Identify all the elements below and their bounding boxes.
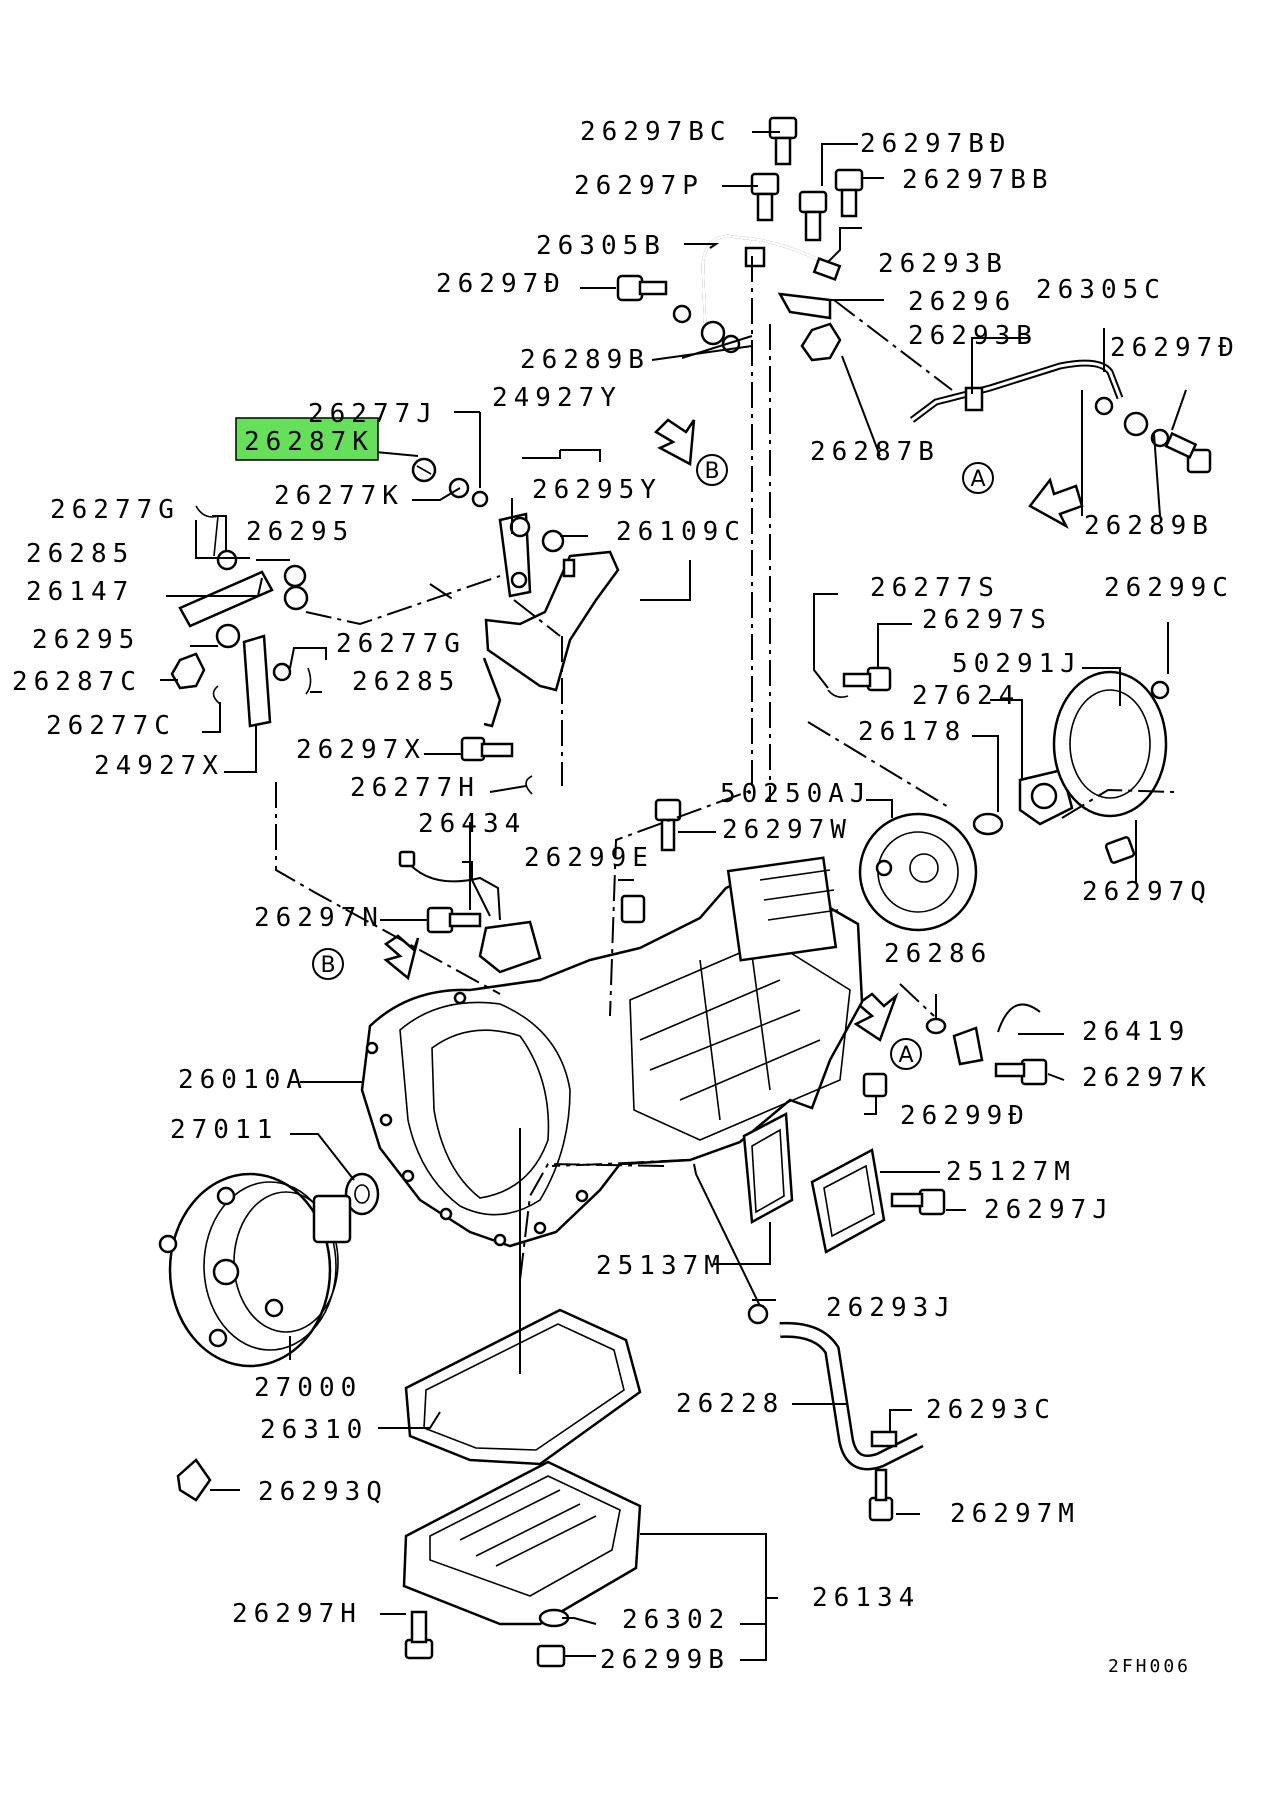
part-label-26295Y[interactable]: 26295Y [532, 475, 662, 505]
callout-b-left[interactable]: B [320, 953, 335, 978]
part-label-26297D-1[interactable]: 26297Đ [436, 269, 566, 299]
part-label-26297H[interactable]: 26297H [232, 1599, 362, 1629]
part-label-26297Q[interactable]: 26297Q [1082, 877, 1212, 907]
part-label-26293Q[interactable]: 26293Q [258, 1477, 388, 1507]
part-label-27000[interactable]: 27000 [254, 1373, 362, 1403]
part-label-26228[interactable]: 26228 [676, 1389, 784, 1419]
part-label-26297BB[interactable]: 26297BB [902, 165, 1054, 195]
part-label-26310[interactable]: 26310 [260, 1415, 368, 1445]
part-label-26297W[interactable]: 26297W [722, 815, 852, 845]
part-label-26297P[interactable]: 26297P [574, 171, 704, 201]
figure-code: 2FH006 [1108, 1656, 1191, 1677]
part-label-26295-1[interactable]: 26295 [246, 517, 354, 547]
callout-b-top[interactable]: B [704, 459, 719, 484]
part-label-26287K[interactable]: 26287K [244, 427, 374, 457]
part-label-26293J[interactable]: 26293J [826, 1293, 956, 1323]
part-label-26293B-2[interactable]: 26293B [908, 321, 1038, 351]
part-label-50250AJ[interactable]: 50250AJ [720, 779, 872, 809]
part-label-26109C[interactable]: 26109C [616, 517, 746, 547]
part-label-26419[interactable]: 26419 [1082, 1017, 1190, 1047]
part-label-26299E[interactable]: 26299E [524, 843, 654, 873]
part-label-26147[interactable]: 26147 [26, 577, 134, 607]
part-label-26297BC[interactable]: 26297BC [580, 117, 732, 147]
part-label-24927X[interactable]: 24927X [94, 751, 224, 781]
part-label-26178[interactable]: 26178 [858, 717, 966, 747]
part-labels: 26297BC 26297BĐ 26297P 26297BB 26305B 26… [12, 117, 1240, 1677]
part-label-26277C[interactable]: 26277C [46, 711, 176, 741]
part-label-26297M[interactable]: 26297M [950, 1499, 1080, 1529]
part-label-26295-2[interactable]: 26295 [32, 625, 140, 655]
part-label-26297K[interactable]: 26297K [1082, 1063, 1212, 1093]
leader-lines [160, 131, 1187, 1661]
part-drawings [158, 116, 1212, 1668]
part-label-27011[interactable]: 27011 [170, 1115, 278, 1145]
part-label-26286[interactable]: 26286 [884, 939, 992, 969]
part-label-26297D-2[interactable]: 26297Đ [1110, 333, 1240, 363]
part-label-26277G-2[interactable]: 26277G [336, 629, 466, 659]
part-label-26287C[interactable]: 26287C [12, 667, 142, 697]
part-label-26297N[interactable]: 26297N [254, 903, 384, 933]
callout-b-left-circle [312, 948, 344, 980]
callout-a-right[interactable]: A [898, 1043, 913, 1068]
part-label-26434[interactable]: 26434 [418, 809, 526, 839]
part-label-26289B-1[interactable]: 26289B [520, 345, 650, 375]
callout-circles: B A B A [312, 454, 994, 1070]
part-label-26297BD[interactable]: 26297BĐ [860, 129, 1012, 159]
part-label-26293C[interactable]: 26293C [926, 1395, 1056, 1425]
part-label-26277H[interactable]: 26277H [350, 773, 480, 803]
part-label-26299C[interactable]: 26299C [1104, 573, 1234, 603]
part-label-26297X[interactable]: 26297X [296, 735, 426, 765]
part-label-50291J[interactable]: 50291J [952, 649, 1082, 679]
part-label-26287B[interactable]: 26287B [810, 437, 940, 467]
part-label-26302[interactable]: 26302 [622, 1605, 730, 1635]
part-label-26289B-2[interactable]: 26289B [1084, 511, 1214, 541]
part-label-26277K[interactable]: 26277K [274, 481, 404, 511]
part-label-26010A[interactable]: 26010A [178, 1065, 308, 1095]
part-label-26299D[interactable]: 26299Đ [900, 1101, 1030, 1131]
part-label-26277S[interactable]: 26277S [870, 573, 1000, 603]
callout-b-top-circle [696, 454, 728, 486]
part-label-26305B[interactable]: 26305B [536, 231, 666, 261]
part-label-24927Y[interactable]: 24927Y [492, 383, 622, 413]
part-label-26285-1[interactable]: 26285 [26, 539, 134, 569]
part-label-26285-2[interactable]: 26285 [352, 667, 460, 697]
part-label-26134[interactable]: 26134 [812, 1583, 920, 1613]
part-label-26277J[interactable]: 26277J [308, 399, 438, 429]
callout-a-top-circle [962, 462, 994, 494]
part-label-26305C[interactable]: 26305C [1036, 275, 1166, 305]
part-label-26296[interactable]: 26296 [908, 287, 1016, 317]
part-label-26293B-1[interactable]: 26293B [878, 249, 1008, 279]
part-label-26277G-1[interactable]: 26277G [50, 495, 180, 525]
highlight-box [235, 417, 379, 461]
part-label-27624[interactable]: 27624 [912, 681, 1020, 711]
part-label-25137M[interactable]: 25137M [596, 1251, 726, 1281]
part-label-26297S[interactable]: 26297S [922, 605, 1052, 635]
bolt-icon [750, 116, 864, 242]
callout-a-right-circle [890, 1038, 922, 1070]
part-label-26299B[interactable]: 26299B [600, 1645, 730, 1675]
callout-a-top[interactable]: A [970, 467, 985, 492]
part-label-25127M[interactable]: 25127M [946, 1157, 1076, 1187]
part-label-26297J[interactable]: 26297J [984, 1195, 1114, 1225]
